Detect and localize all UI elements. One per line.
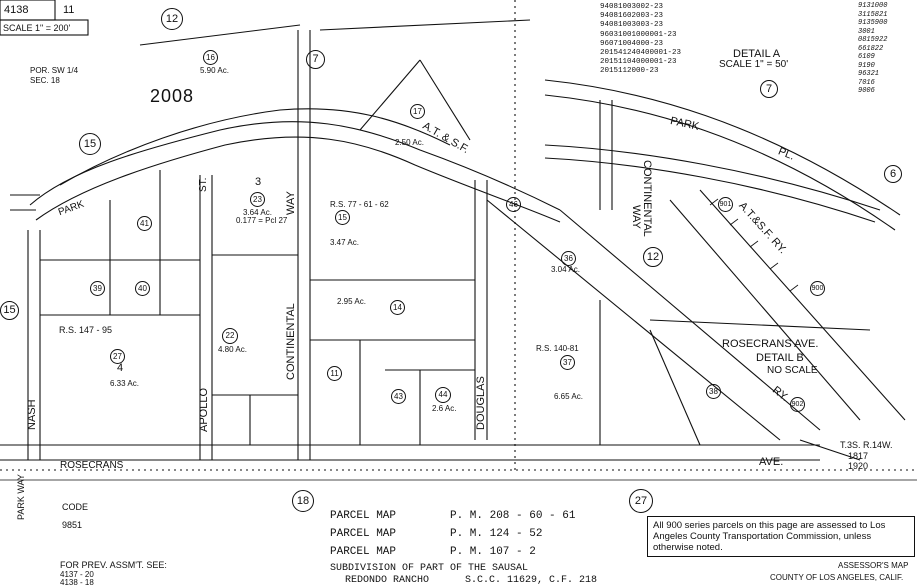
sheet-number: 11 [63,4,75,16]
portion-label: POR. SW 1/4 [30,66,79,75]
subdivision-ref: S.C.C. 11629, C.F. 218 [465,575,598,586]
parcel-area: 4.80 Ac. [218,345,247,354]
code-label: CODE [62,502,89,512]
circled-number: 6 [884,165,902,183]
parcel-number: 902 [790,397,805,412]
detail-a-title: DETAIL A [733,48,781,60]
street-st: ST. [198,177,209,192]
detail-b-title: DETAIL B [756,352,804,364]
parcel-number: 41 [137,216,152,231]
parcel-area: 6.65 Ac. [554,392,583,401]
street-way-detail: WAY [630,205,642,229]
code-list-b: 9131000 3115821 9135900 3001 0815922 661… [858,2,888,95]
record-ref: R.S. 140-81 [536,344,579,353]
parcel-number: 900 [810,281,825,296]
parcel-area: 3.64 Ac. [243,208,272,217]
parcel-number: 22 [222,328,238,344]
parcel-area: 5.90 Ac. [200,66,229,75]
parcel-number: 37 [560,355,575,370]
subdivision-line-1: SUBDIVISION OF PART OF THE SAUSAL [330,563,529,574]
parcel-number: 46 [506,197,521,212]
circled-number: 12 [161,8,183,30]
parcel-number: 23 [250,192,265,207]
parcel-number: 40 [135,281,150,296]
street-rosecrans: ROSECRANS [60,460,124,471]
parcel-number: 36 [561,251,576,266]
parcel-area: 2.50 Ac. [395,138,424,147]
note-box: All 900 series parcels on this page are … [647,516,915,557]
section-label: SEC. 18 [30,76,60,85]
parcel-area: 2.95 Ac. [337,297,366,306]
circled-number: 15 [0,301,19,320]
parcel-number: 901 [718,197,733,212]
parcel-area: 3.04 Ac. [551,265,580,274]
prev-assessment-ref: 4137 - 20 [60,570,94,579]
circled-number: 27 [629,489,653,513]
parcel-number: 44 [435,387,451,403]
parcel-map-label: PARCEL MAP [330,546,397,558]
street-rosecrans-ave-detail: ROSECRANS AVE. [722,338,819,350]
parcel-number: 4 [117,362,124,374]
street-park-way: PARK WAY [16,474,26,520]
street-apollo: APOLLO [198,387,210,432]
parcel-number: 11 [327,366,342,381]
parcel-number: 15 [335,210,350,225]
parcel-number: 17 [410,104,425,119]
parcel-map-ref: P. M. 124 - 52 [450,528,543,540]
subdivision-line-2: REDONDO RANCHO [345,575,430,586]
prev-assessment-ref: 4138 - 18 [60,578,94,587]
parcel-map-ref: P. M. 208 - 60 - 61 [450,510,576,522]
code-list-a: 94081003002-23 94081602003-23 9408100300… [600,3,682,76]
circled-number: 12 [643,247,663,267]
parcel-number: 3 [255,176,262,188]
parcel-number: 43 [391,389,406,404]
circled-number: 7 [306,50,325,69]
parcel-area: 0.177 = Pcl 27 [236,216,288,225]
prev-assessment-label: FOR PREV. ASSM'T. SEE: [60,560,167,570]
street-nash: NASH [26,399,38,430]
parcel-area: 6.33 Ac. [110,379,139,388]
county-label: COUNTY OF LOS ANGELES, CALIF. [770,573,904,582]
record-ref: R.S. 147 - 95 [59,325,113,335]
township-label: T.3S. R.14W. [840,440,893,450]
circled-number: 7 [760,80,778,98]
section-ref: 1817 [848,451,869,461]
assessor-label: ASSESSOR'S MAP [838,561,909,570]
parcel-map-label: PARCEL MAP [330,510,397,522]
street-continental-detail: CONTINENTAL [641,160,653,237]
parcel-area: 3.47 Ac. [330,238,359,247]
circled-number: 18 [292,490,314,512]
map-scale: SCALE 1" = 200' [3,23,71,33]
parcel-area: 2.6 Ac. [432,404,457,413]
parcel-number: 27 [110,349,125,364]
detail-a-scale: SCALE 1" = 50' [719,59,789,70]
parcel-number: 39 [90,281,105,296]
grid-id: 2008 [150,86,195,106]
parcel-map-ref: P. M. 107 - 2 [450,546,536,558]
street-douglas: DOUGLAS [475,376,487,430]
code-value: 9851 [62,520,83,530]
street-continental: CONTINENTAL [285,303,297,380]
parcel-number: 16 [203,50,218,65]
record-ref: R.S. 77 - 61 - 62 [330,200,389,209]
book-page-number: 4138 [4,4,29,16]
parcel-number: 38 [706,384,721,399]
circled-number: 15 [79,133,101,155]
parcel-map-label: PARCEL MAP [330,528,397,540]
street-ave: AVE. [759,456,784,468]
street-way: WAY [285,191,297,215]
detail-b-scale: NO SCALE [767,365,818,376]
section-ref: 1920 [848,461,869,471]
parcel-number: 14 [390,300,405,315]
